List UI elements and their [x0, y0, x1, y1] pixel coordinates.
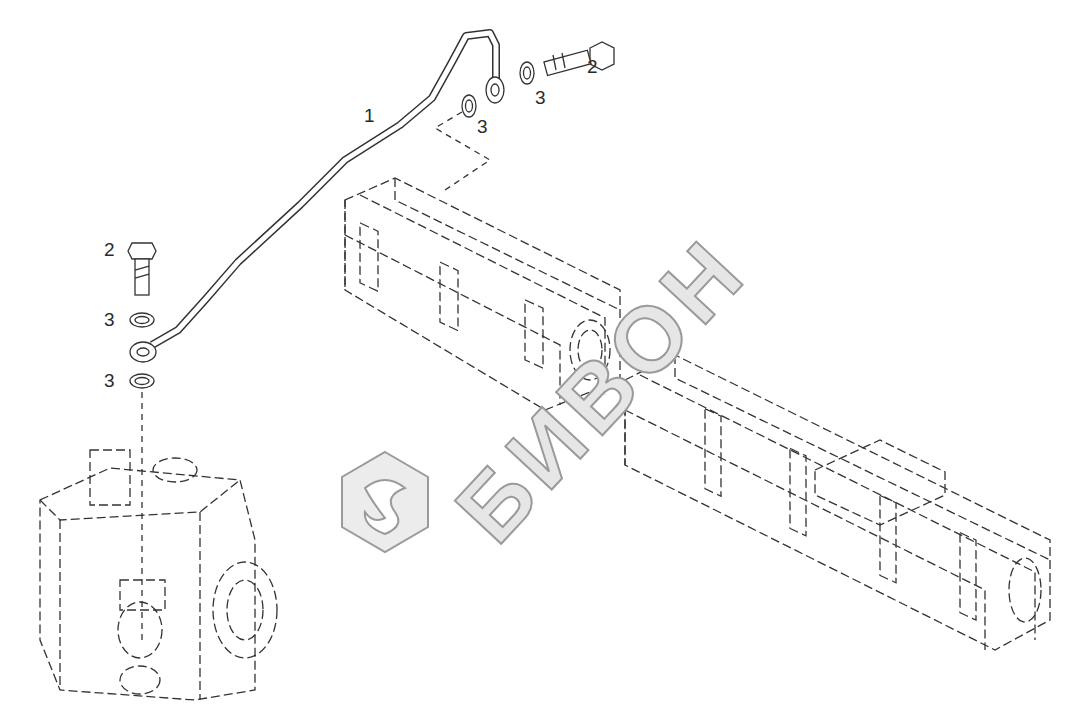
- callout-number: 2: [104, 240, 115, 259]
- callout-number: 3: [535, 88, 546, 107]
- callout-number: 3: [477, 117, 488, 136]
- callout-number: 2: [587, 57, 598, 76]
- exhaust-manifold: [625, 355, 1050, 650]
- assembly-lines: [142, 112, 490, 640]
- oil-pipe: [130, 33, 504, 362]
- callout-number: 3: [104, 371, 115, 390]
- watermark: БИВОН: [440, 221, 763, 558]
- callout-number: 3: [104, 310, 115, 329]
- drawing: [40, 33, 1050, 700]
- banjo-bolts: [128, 42, 614, 295]
- washers: [130, 62, 534, 388]
- watermark-logo: [342, 452, 428, 552]
- callout-number: 1: [364, 106, 375, 125]
- gearbox-housing: [40, 450, 277, 700]
